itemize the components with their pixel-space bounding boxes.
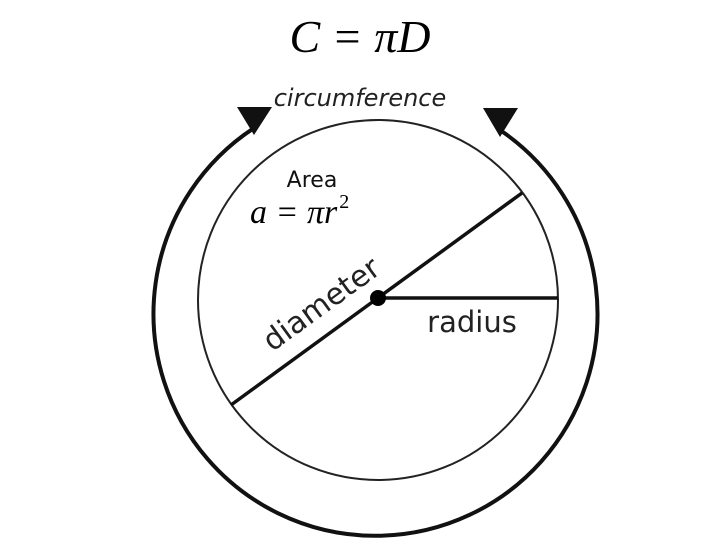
- radius-label: radius: [427, 305, 517, 339]
- left-arrowhead-icon: [237, 107, 272, 135]
- area-formula-base: a = πr: [250, 194, 338, 231]
- area-formula-exponent: 2: [339, 191, 350, 213]
- area-label: Area: [286, 168, 338, 193]
- inner-circle: [197, 119, 559, 481]
- circumference-arc: [151, 126, 600, 538]
- right-arrowhead-icon: [483, 108, 518, 137]
- center-point: [370, 290, 386, 306]
- circumference-formula: C = πD: [289, 11, 431, 62]
- circumference-label: circumference: [273, 84, 447, 112]
- area-formula: a = πr 2: [250, 192, 349, 231]
